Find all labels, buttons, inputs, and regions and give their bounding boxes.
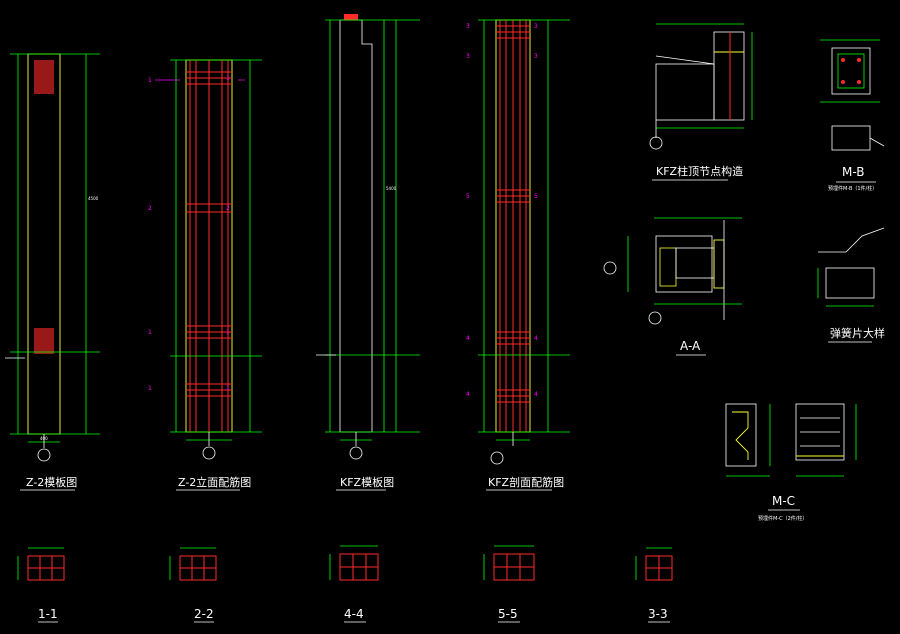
mc-note: 预埋件M-C（2件/柱） (758, 515, 807, 522)
sample-spring (818, 227, 885, 253)
sec33-label: 3-3 (648, 607, 668, 621)
z2-elevation-title: Z-2模板图 (26, 475, 77, 489)
kfzr-mark-5b: 5 (534, 193, 538, 200)
sample-base (825, 267, 875, 299)
aa-column (655, 235, 713, 293)
sec11-label: 1-1 (38, 607, 58, 621)
kfz-joint-detail: KFZ柱顶节点构造 (649, 23, 753, 181)
mc-anchor (732, 411, 749, 460)
z2-height-dim: 4500 (88, 196, 99, 201)
sec55-label: 5-5 (498, 607, 518, 621)
z2-axis-bubble (37, 448, 51, 462)
section-aa: A-A (603, 217, 742, 356)
aa-axis-bubble-bottom (648, 311, 662, 325)
kfzr-mark-3b: 3 (534, 23, 538, 30)
joint-beam (655, 63, 715, 121)
section-5-5: 5-5 (483, 545, 535, 623)
aa-beam (675, 247, 715, 279)
z2-embed-bottom (34, 328, 54, 354)
kfzr-axis-bubble (490, 451, 504, 465)
kfzr-title: KFZ剖面配筋图 (488, 475, 564, 489)
joint-axis-bubble (649, 136, 663, 150)
mc-title: M-C (772, 494, 795, 508)
spring-sample: 弹簧片大样 (817, 227, 885, 343)
z2r-mark-1e: 1 (148, 385, 152, 392)
z2r-axis-bubble (202, 446, 216, 460)
mb-plate (831, 47, 871, 95)
aa-hatch (659, 247, 677, 287)
kfz-outline (339, 19, 373, 433)
z2r-mark-1f: 1 (226, 385, 230, 392)
sec22-label: 2-2 (194, 607, 214, 621)
aa-title: A-A (680, 339, 701, 353)
mc-plate (725, 403, 757, 467)
kfzr-mark-3c: 3 (466, 53, 470, 60)
mb-note: 预埋件M-B（1件/柱） (828, 185, 877, 192)
kfz-top-plate (344, 14, 358, 20)
z2-embed-top (34, 60, 54, 94)
embed-mc: M-C 预埋件M-C（2件/柱） (725, 403, 857, 522)
z2r-mark-2b: 2 (226, 205, 230, 212)
section-2-2: 2-2 (169, 547, 217, 623)
kfz-axis-bubble (349, 446, 363, 460)
kfz-rebar-section: 3 3 3 3 5 5 4 4 4 4 KFZ剖面配筋图 (466, 19, 570, 491)
sec44-label: 4-4 (344, 607, 364, 621)
z2r-mark-1d: 1 (226, 329, 230, 336)
kfzr-mark-4d: 4 (534, 391, 538, 398)
mc-side (795, 403, 845, 461)
aa-plate (713, 239, 725, 289)
kfzr-mark-3a: 3 (466, 23, 470, 30)
kfz-title: KFZ模板图 (340, 475, 394, 489)
z2-column-outline (27, 53, 61, 435)
z2r-mark-2a: 2 (148, 205, 152, 212)
z2r-title: Z-2立面配筋图 (178, 475, 251, 489)
kfzr-mark-4b: 4 (534, 335, 538, 342)
z2-elevation: 400 4500 Z-2模板图 (5, 53, 100, 491)
kfzr-mark-5a: 5 (466, 193, 470, 200)
kfzr-mark-4a: 4 (466, 335, 470, 342)
mb-side-view (831, 125, 871, 151)
section-1-1: 1-1 (17, 547, 65, 623)
z2r-mark-1b: 1 (226, 75, 230, 82)
mb-title: M-B (842, 165, 865, 179)
z2r-mark-1c: 1 (148, 329, 152, 336)
section-4-4: 4-4 (329, 545, 379, 623)
joint-title: KFZ柱顶节点构造 (656, 164, 743, 178)
kfzr-mark-4c: 4 (466, 391, 470, 398)
z2-rebar-elevation: 1 1 2 2 1 1 1 1 Z-2立面配筋图 (148, 59, 262, 491)
z2r-mark-1a: 1 (148, 77, 152, 84)
embed-mb: M-B 预埋件M-B（1件/柱） (820, 39, 885, 192)
kfz-height-dim: 5400 (386, 186, 397, 191)
sample-title: 弹簧片大样 (830, 326, 885, 340)
kfzr-mark-3d: 3 (534, 53, 538, 60)
aa-axis-bubble-left (603, 261, 617, 275)
joint-column (713, 31, 745, 121)
kfz-elevation: 5400 KFZ模板图 (316, 14, 420, 491)
section-3-3: 3-3 (635, 547, 673, 623)
